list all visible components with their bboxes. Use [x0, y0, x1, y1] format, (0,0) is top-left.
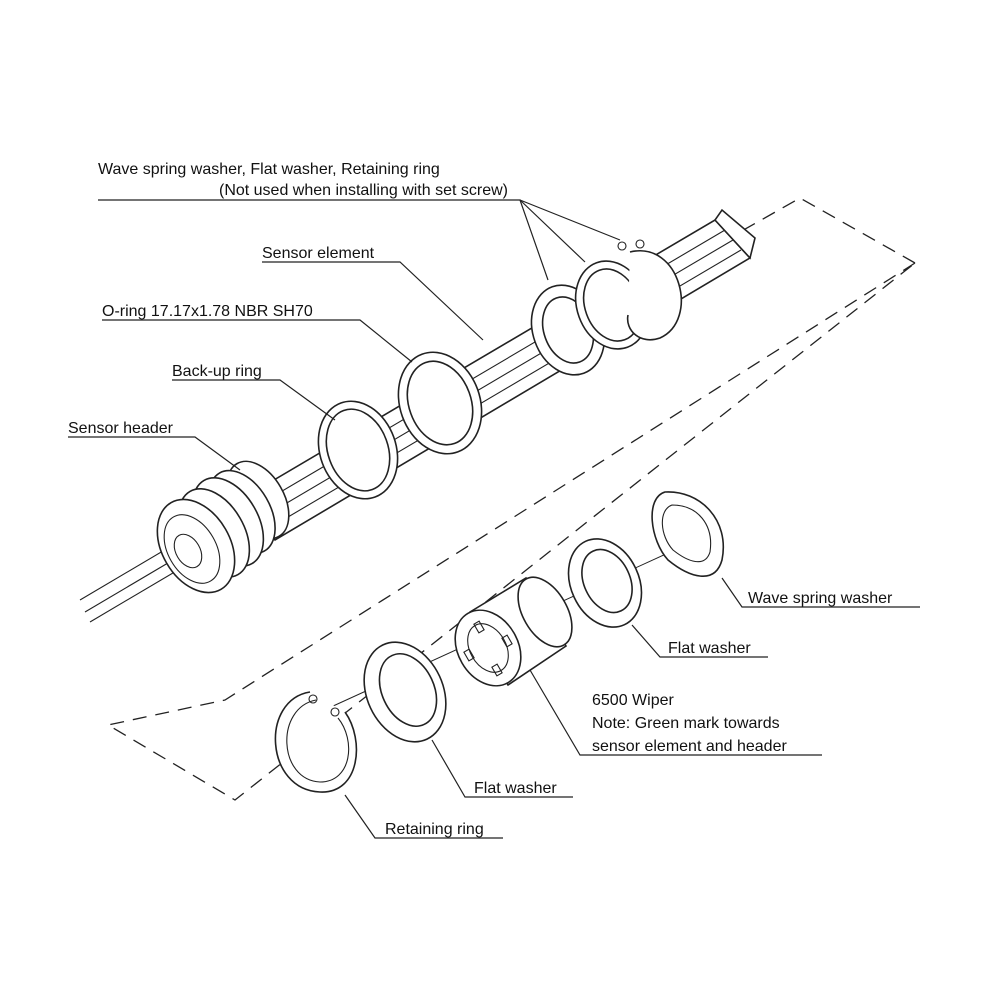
label-flat-washer-lower: Flat washer: [474, 780, 557, 797]
label-retaining-ring: Retaining ring: [385, 821, 484, 838]
label-backup-ring: Back-up ring: [172, 363, 262, 380]
leader-lines: [68, 199, 920, 839]
upper-retaining-ring: [617, 239, 683, 341]
lower-flat-washer: [363, 641, 447, 743]
label-wave-spring-washer: Wave spring washer: [748, 590, 893, 607]
o-ring: [397, 351, 483, 455]
label-wiper-3: sensor element and header: [592, 738, 787, 755]
label-wiper-1: 6500 Wiper: [592, 692, 674, 709]
detail-dashed-outline: [739, 197, 916, 264]
exploded-flat-washer: [567, 538, 643, 628]
label-wave-flat-retaining-1: Wave spring washer, Flat washer, Retaini…: [98, 161, 440, 178]
exploded-wave-spring-washer: [651, 491, 725, 578]
sensor-header: [156, 460, 290, 594]
label-wave-flat-retaining-2: (Not used when installing with set screw…: [219, 182, 508, 199]
wiper-6500: [454, 576, 573, 687]
label-sensor-header: Sensor header: [68, 420, 174, 437]
backup-ring: [317, 400, 399, 500]
label-o-ring: O-ring 17.17x1.78 NBR SH70: [102, 303, 313, 320]
label-wiper-2: Note: Green mark towards: [592, 715, 780, 732]
label-sensor-element: Sensor element: [262, 245, 375, 262]
lower-retaining-ring: [274, 691, 358, 793]
label-flat-washer-upper: Flat washer: [668, 640, 751, 657]
